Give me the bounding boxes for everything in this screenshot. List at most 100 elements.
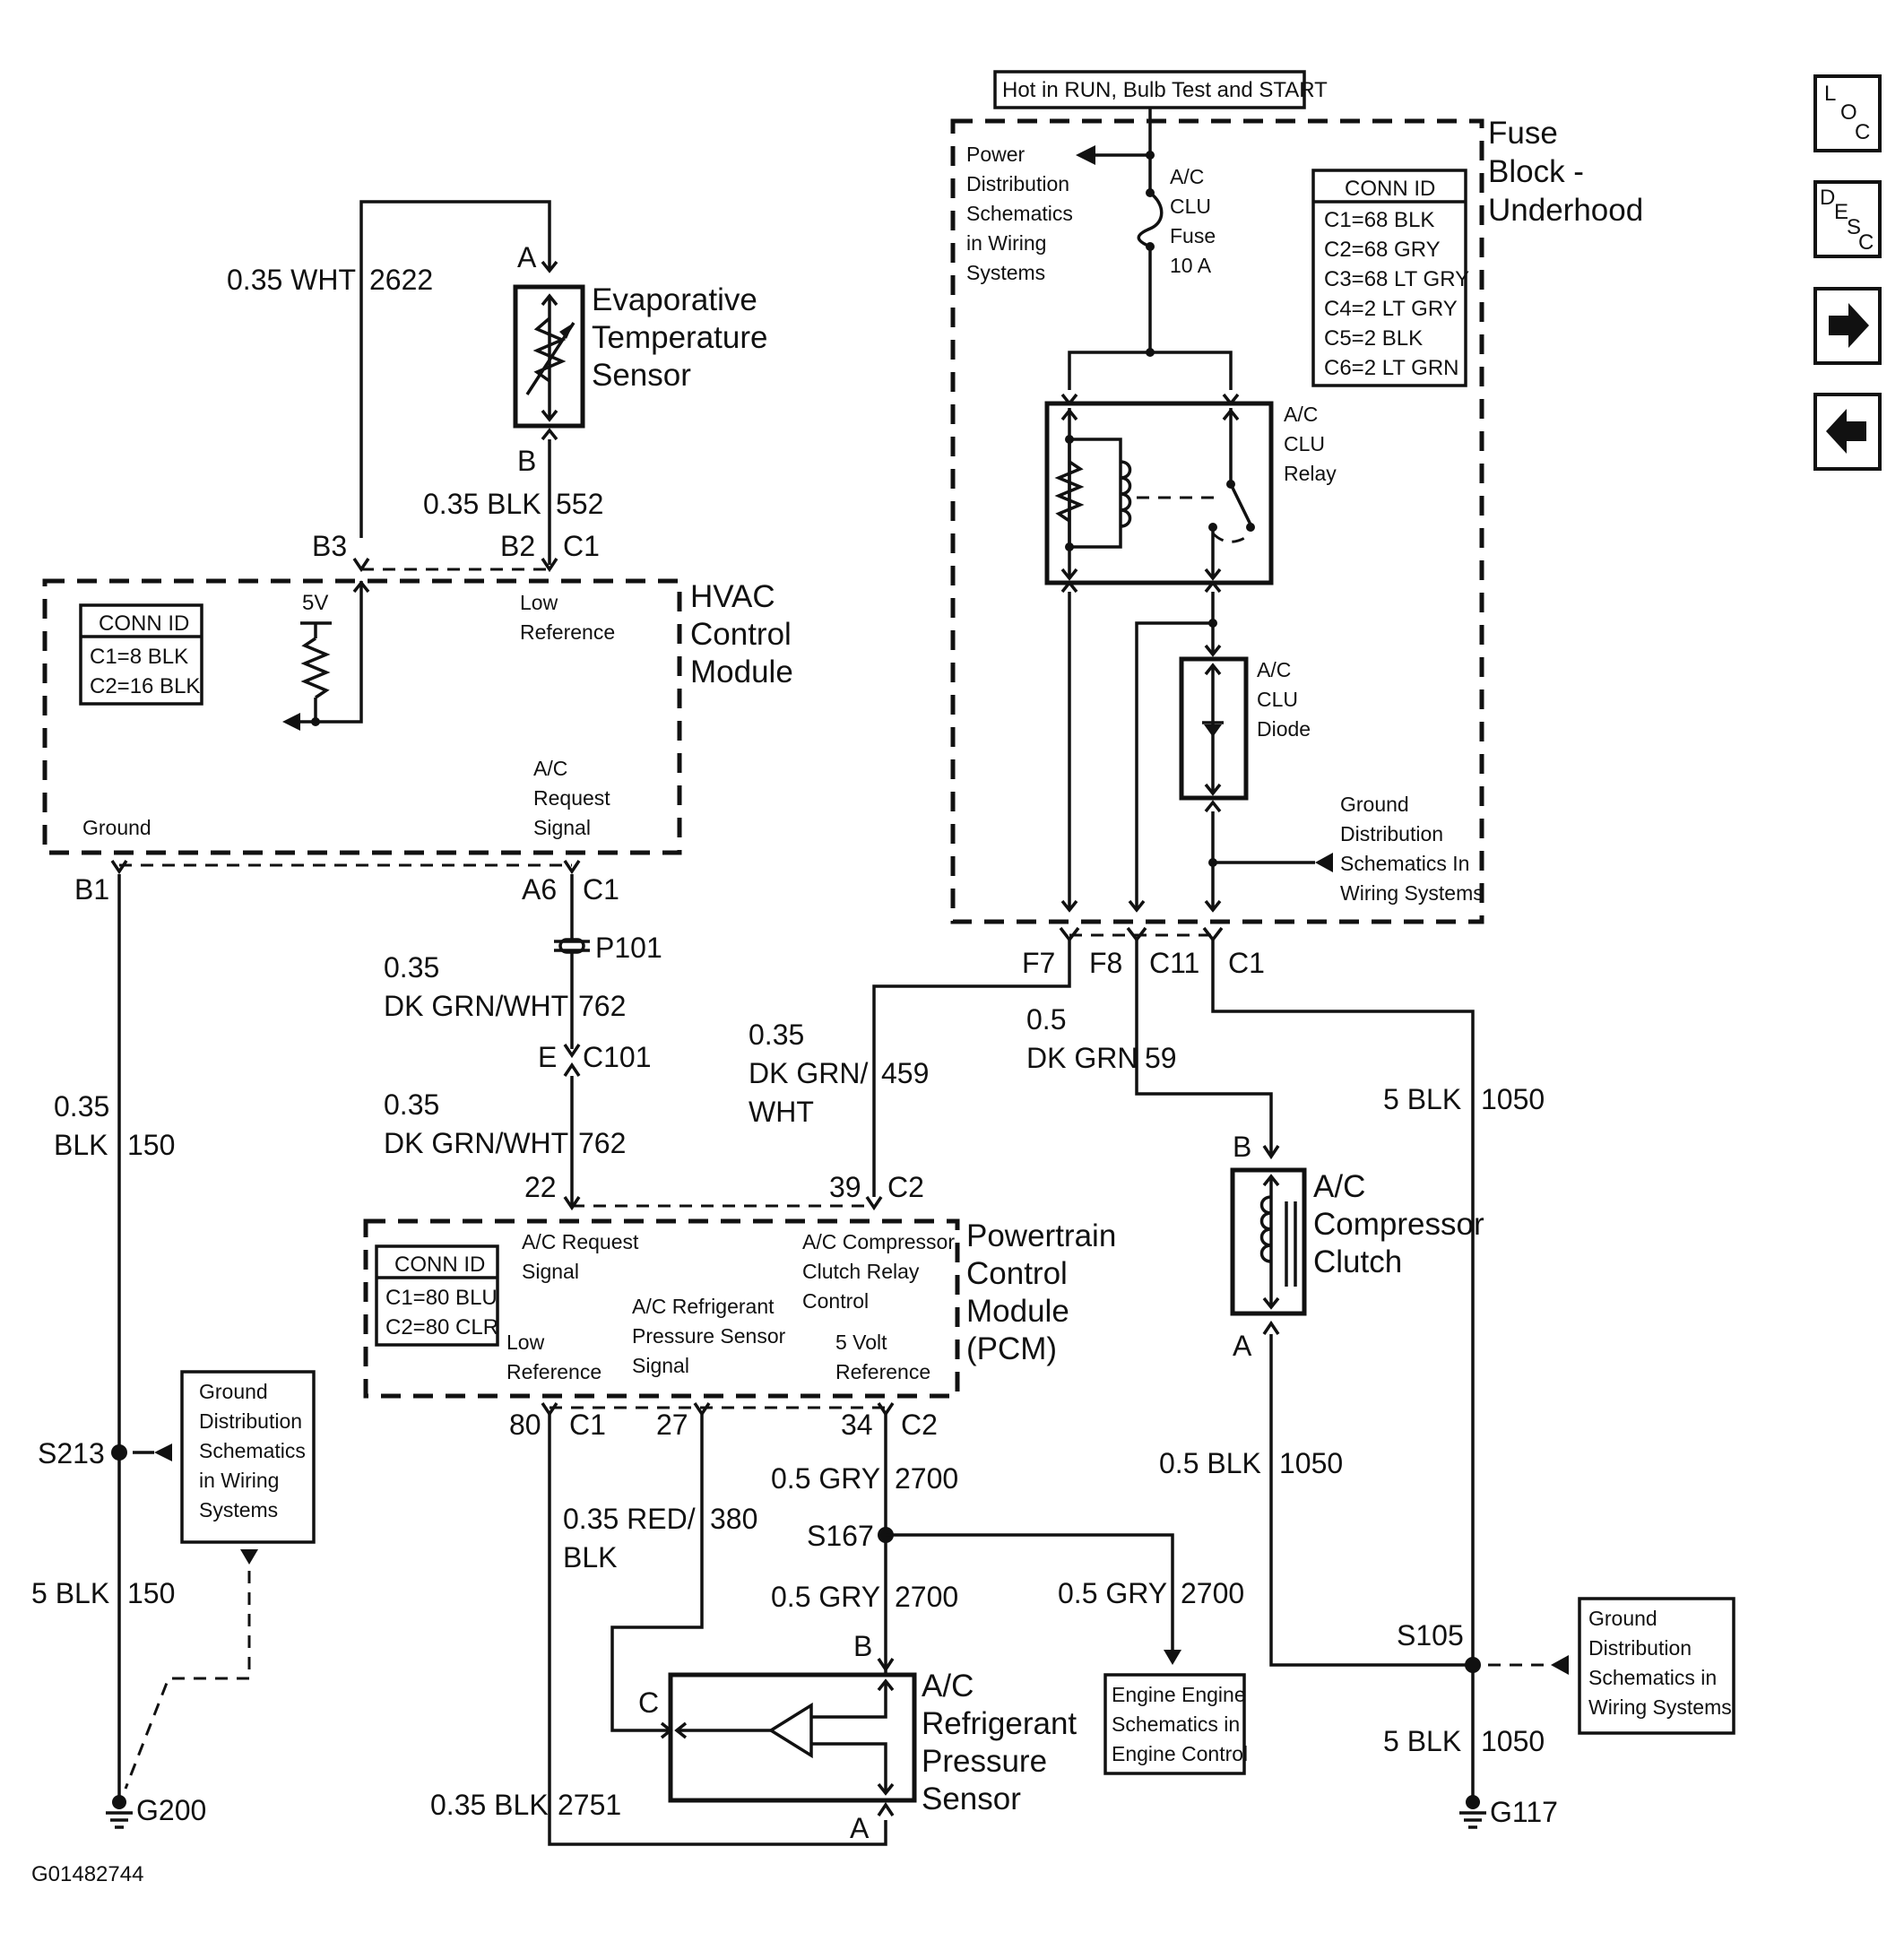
hvac-pin-b1: B1 (74, 873, 109, 906)
fuse-block-ground-ref: Ground Distribution Schematics In Wiring… (1340, 793, 1484, 905)
pcm-5v-ref: 5 Volt (835, 1331, 887, 1354)
conn-id-title: CONN ID (394, 1253, 485, 1277)
location-button[interactable]: L O C (1813, 74, 1882, 152)
hvac-conn-id: CONN ID C1=8 BLK C2=16 BLK (79, 603, 203, 706)
splice-s213-label: S213 (38, 1437, 105, 1470)
ac-compressor-clutch: B A/C Compressor Clutch A (1230, 1131, 1484, 1362)
loc-letter: O (1840, 100, 1857, 125)
pin-chevron-icon (1060, 393, 1078, 406)
pcm-pin-39: 39 (829, 1171, 861, 1203)
hvac-5v: 5V (302, 591, 328, 615)
wire-762b-gauge: DK GRN/WHT (384, 1127, 568, 1159)
fuse-label: CLU (1170, 195, 1211, 218)
back-button[interactable] (1813, 393, 1882, 471)
compressor-name-3: Clutch (1313, 1244, 1402, 1279)
pressure-name-3: Pressure (922, 1744, 1047, 1779)
splice-s167-label: S167 (807, 1520, 874, 1552)
hvac-pin-b3: B3 (312, 530, 347, 562)
arrow-left-icon (1826, 409, 1866, 454)
arrow-right-icon (1829, 303, 1869, 348)
wire-150b-gauge: 5 BLK (31, 1577, 109, 1609)
splice-s105 (1465, 1657, 1481, 1673)
ground-ref-line: in Wiring (199, 1469, 279, 1492)
hvac-pin-a6: A6 (522, 873, 557, 906)
conn-id-row: C4=2 LT GRY (1324, 297, 1458, 321)
fuse-block-conn-id: CONN ID C1=68 BLK C2=68 GRY C3=68 LT GRY… (1311, 169, 1469, 387)
fuse-block-underhood: Fuse Block - Underhood CONN ID C1=68 BLK… (950, 116, 1643, 979)
wire-1050a-gauge: 5 BLK (1383, 1083, 1461, 1115)
wire-2700b-gauge: 0.5 GRY (771, 1581, 880, 1613)
engine-ref-line: Schematics in (1112, 1712, 1240, 1736)
wire-459-gauge: WHT (749, 1096, 814, 1128)
wire-380-gauge: 0.35 RED/ (563, 1503, 696, 1535)
powertrain-control-module: 22 39 C2 Powertrain Control Module (PCM)… (363, 1171, 1116, 1441)
ground-ref-line: Schematics In (1340, 852, 1469, 875)
pin-c1: C1 (1228, 947, 1265, 979)
pcm-ac-request: Signal (522, 1260, 579, 1283)
wire-2700c-circuit: 2700 (1181, 1577, 1244, 1609)
pcm-name-3: Module (966, 1294, 1069, 1329)
wire-59-circuit: 59 (1145, 1042, 1177, 1074)
ground-ref-line: Distribution (199, 1409, 302, 1433)
amplifier-icon (767, 1702, 813, 1759)
conn-id-row: C3=68 LT GRY (1324, 267, 1469, 291)
pcm-name-1: Powertrain (966, 1218, 1116, 1253)
ground-ref-line: Ground (1340, 793, 1409, 816)
conn-id-row: C1=68 BLK (1324, 208, 1434, 232)
pcm-name-2: Control (966, 1256, 1068, 1291)
pcm-pin-34: 34 (841, 1409, 873, 1441)
pin-c11: C11 (1149, 947, 1199, 979)
arrow-down-icon (1164, 1650, 1181, 1665)
desc-letter: E (1834, 200, 1848, 224)
relay-label: CLU (1284, 432, 1325, 455)
pcm-clutch-relay: Clutch Relay (802, 1260, 920, 1283)
pcm-name-4: (PCM) (966, 1331, 1057, 1366)
pcm-pin-80: 80 (509, 1409, 541, 1441)
circuit-150: 0.35 BLK 150 S213 5 BLK 150 G200 (31, 874, 206, 1829)
engine-ref-line: Engine Engine (1112, 1683, 1246, 1706)
ground-g200: G200 (106, 1794, 206, 1829)
circuit-59 (1135, 940, 1273, 1155)
engine-schematics-ref: Engine Engine Schematics in Engine Contr… (1103, 1673, 1248, 1775)
diode-label: A/C (1257, 658, 1291, 681)
ground-ref-line: Distribution (1340, 822, 1443, 845)
splice-s105-label: S105 (1397, 1619, 1464, 1652)
hvac-ground: Ground (82, 816, 151, 839)
forward-button[interactable] (1813, 287, 1882, 365)
pcm-pin-22: 22 (524, 1171, 557, 1203)
conn-id-row: C1=80 BLU (385, 1286, 498, 1310)
circuit-459 (872, 940, 1071, 1197)
circuit-762: P101 0.35 DK GRN/WHT 762 E C101 0.35 DK … (384, 874, 662, 1206)
description-button[interactable]: D E S C (1813, 180, 1882, 258)
arrow-left-icon (154, 1443, 172, 1461)
header-label: Hot in RUN, Bulb Test and START (1002, 78, 1328, 102)
wire-762a-gauge: 0.35 (384, 951, 439, 984)
nav-buttons: L O C D E S C (1813, 74, 1882, 471)
splice-s213 (111, 1444, 127, 1461)
ground-g200-label: G200 (136, 1794, 206, 1826)
circuit-380 (610, 1414, 704, 1732)
conn-id-row: C6=2 LT GRN (1324, 356, 1459, 380)
connector-c101: C101 (583, 1041, 652, 1073)
wire-459-gauge: 0.35 (749, 1019, 804, 1051)
power-ref-line: in Wiring (966, 231, 1046, 255)
ground-distribution-ref-left: Ground Distribution Schematics in Wiring… (124, 1370, 316, 1790)
ground-ref-line: Wiring Systems (1340, 881, 1484, 905)
conn-id-row: C2=68 GRY (1324, 238, 1441, 262)
coil-icon (1120, 460, 1132, 528)
pin-chevron-icon (1222, 393, 1240, 406)
wire-762b-gauge: 0.35 (384, 1088, 439, 1121)
pcm-pin-c2-bot: C2 (901, 1409, 938, 1441)
compressor-name-1: A/C (1313, 1169, 1365, 1204)
hvac-pin-b2: B2 (500, 530, 535, 562)
hvac-name-2: Control (690, 617, 792, 652)
compressor-pin-a: A (1233, 1330, 1252, 1362)
arrow-left-icon (1315, 853, 1333, 872)
pcm-ac-request: A/C Request (522, 1230, 639, 1253)
pcm-pin-c2-top: C2 (887, 1171, 924, 1203)
fuse-block-name-2: Block - (1488, 154, 1584, 189)
wire-1050c-gauge: 5 BLK (1383, 1725, 1461, 1757)
fuse-label: 10 A (1170, 254, 1212, 277)
pressure-pin-a: A (850, 1812, 870, 1844)
ac-refrigerant-pressure-sensor: B C A A/C Refrigerant Pressure Sensor (638, 1630, 1077, 1844)
